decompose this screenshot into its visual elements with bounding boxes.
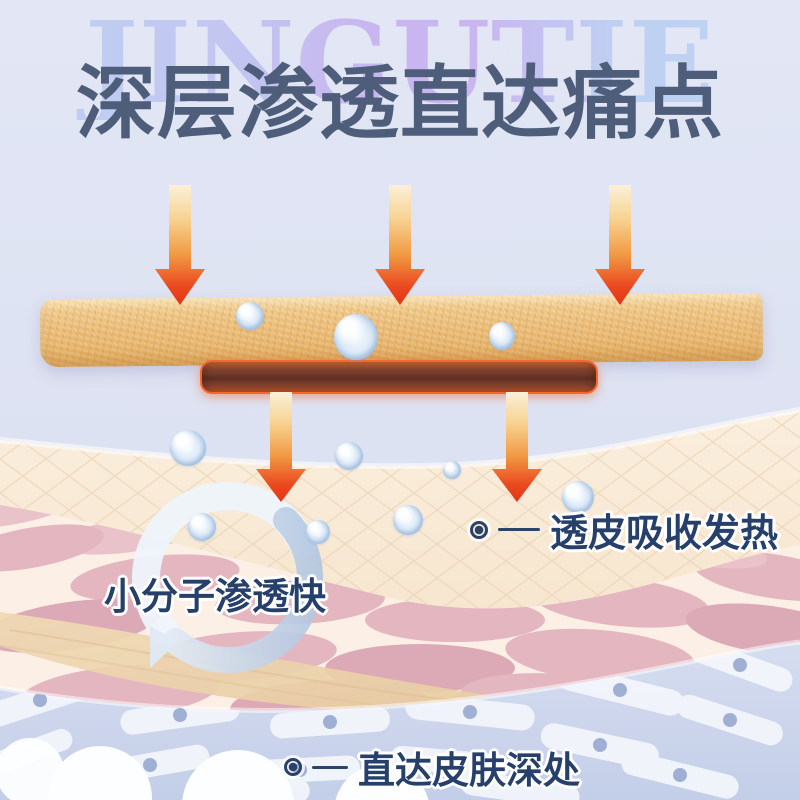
target-bullet-icon — [284, 758, 302, 776]
swirl-arrow-icon — [132, 482, 324, 674]
deep-tissue-layer — [0, 639, 800, 800]
moisture-bubble — [188, 513, 216, 541]
moisture-bubble — [334, 314, 378, 360]
leader-line — [312, 765, 348, 769]
moisture-bubble — [443, 461, 461, 479]
moisture-bubble — [170, 430, 206, 466]
callout-transdermal-heat: 透皮吸收发热 — [470, 502, 778, 557]
patch-fabric-layer — [39, 292, 764, 368]
brand-watermark: JINGUTIE — [0, 8, 800, 120]
moisture-bubble — [562, 481, 594, 513]
capsule-cells — [0, 642, 793, 800]
callout-transdermal-heat-label: 透皮吸收发热 — [550, 513, 779, 555]
headline-title: 深层渗透直达痛点 — [76, 59, 724, 148]
moisture-bubble — [236, 302, 264, 330]
moisture-bubble — [306, 520, 330, 544]
target-bullet-icon — [470, 520, 488, 539]
leader-line — [498, 528, 540, 531]
callout-small-molecule-label: 小分子渗透快 — [104, 576, 326, 617]
moisture-bubble — [489, 322, 515, 350]
callout-small-molecule: 小分子渗透快 — [104, 566, 326, 620]
moisture-bubble — [335, 442, 363, 470]
callout-deep-skin-label: 直达皮肤深处 — [358, 750, 580, 791]
callout-deep-skin: 直达皮肤深处 — [284, 740, 580, 794]
moisture-bubble — [393, 505, 423, 535]
heating-gel-layer — [200, 360, 598, 394]
